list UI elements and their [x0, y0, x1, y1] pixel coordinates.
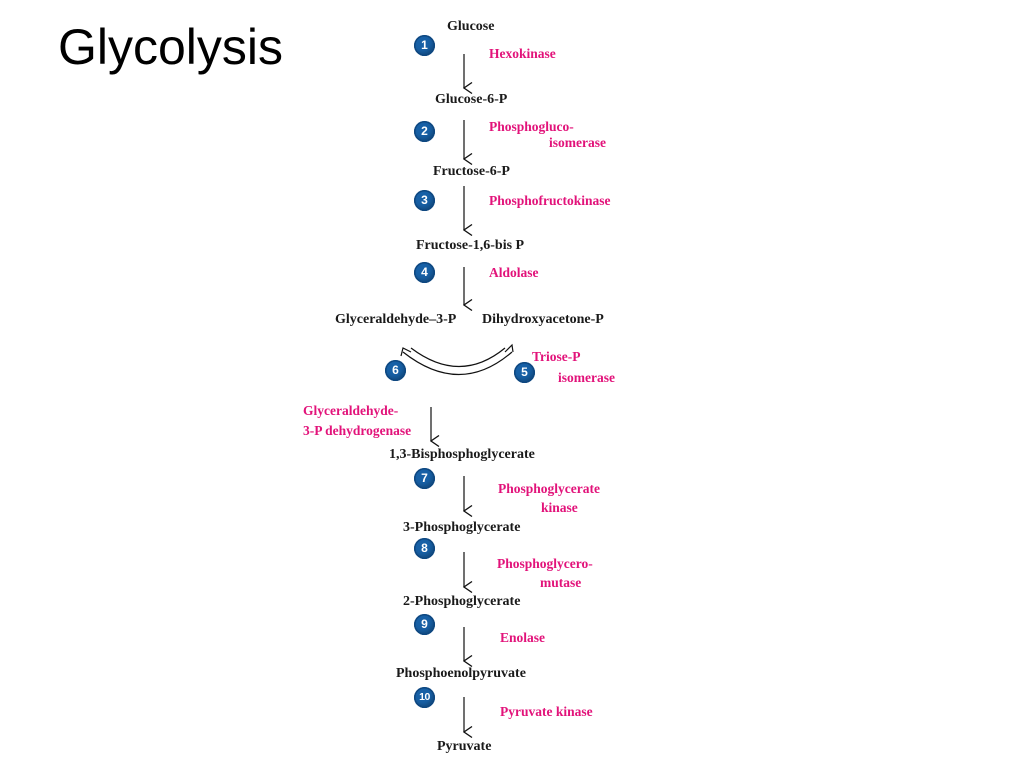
metabolite-glucose-6-p: Glucose-6-P — [435, 92, 508, 107]
enzyme-phosphofructokinase-line-1: Phosphofructokinase — [489, 193, 611, 208]
enzyme-pk-line-1: Pyruvate kinase — [500, 704, 593, 719]
step-badge-10: 10 — [414, 687, 435, 708]
enzyme-phosphoglucoisomerase-line-1: Phosphogluco- — [489, 119, 574, 134]
metabolite-1-3-bisphosphoglycerate: 1,3-Bisphosphoglycerate — [389, 447, 535, 462]
step-badge-8: 8 — [414, 538, 435, 559]
enzyme-triose-p-isomerase: Triose-P isomerase — [532, 349, 615, 386]
enzyme-phosphofructokinase: Phosphofructokinase — [489, 193, 611, 209]
enzyme-enolase-line-1: Enolase — [500, 630, 546, 645]
enzyme-pgk-line-2: kinase — [541, 500, 578, 515]
isomerase-double-arrow — [400, 343, 514, 376]
metabolite-fructose-1-6-bis-p: Fructose-1,6-bis P — [416, 238, 525, 253]
enzyme-enolase: Enolase — [500, 630, 545, 646]
step-badge-2: 2 — [414, 121, 435, 142]
metabolite-2-phosphoglycerate: 2-Phosphoglycerate — [403, 594, 521, 609]
enzyme-pyruvate-kinase: Pyruvate kinase — [500, 704, 593, 720]
metabolite-dihydroxyacetone-p: Dihydroxyacetone-P — [482, 312, 604, 327]
step-badge-1: 1 — [414, 35, 435, 56]
step-badge-7: 7 — [414, 468, 435, 489]
enzyme-hexokinase: Hexokinase — [489, 46, 556, 62]
step-badge-9: 9 — [414, 614, 435, 635]
metabolite-3-phosphoglycerate: 3-Phosphoglycerate — [403, 520, 521, 535]
enzyme-pgm-line-1: Phosphoglycero- — [497, 556, 593, 571]
metabolite-glyceraldehyde-3-p: Glyceraldehyde–3-P — [335, 312, 457, 327]
enzyme-pgk-line-1: Phosphoglycerate — [498, 481, 600, 496]
step-badge-4: 4 — [414, 262, 435, 283]
enzyme-phosphoglycerate-kinase: Phosphoglycerate kinase — [498, 481, 600, 516]
enzyme-phosphoglucoisomerase-line-2: isomerase — [549, 135, 606, 150]
enzyme-hexokinase-line-1: Hexokinase — [489, 46, 556, 61]
metabolite-fructose-6-p: Fructose-6-P — [433, 164, 510, 179]
enzyme-gapdh-line-2: 3-P dehydrogenase — [303, 423, 412, 438]
slide-title: Glycolysis — [58, 19, 284, 75]
enzyme-triose-p-isomerase-line-1: Triose-P — [532, 349, 581, 364]
enzyme-aldolase-line-1: Aldolase — [489, 265, 539, 280]
enzyme-glyceraldehyde-3-p-dehydrogenase: Glyceraldehyde- 3-P dehydrogenase — [303, 403, 411, 439]
enzyme-triose-p-isomerase-line-2: isomerase — [558, 370, 615, 385]
metabolite-phosphoenolpyruvate: Phosphoenolpyruvate — [396, 666, 526, 681]
enzyme-gapdh-line-1: Glyceraldehyde- — [303, 403, 399, 418]
enzyme-pgm-line-2: mutase — [540, 575, 582, 590]
metabolite-glucose: Glucose — [447, 19, 495, 34]
enzyme-phosphoglyceromutase: Phosphoglycero- mutase — [497, 556, 593, 591]
metabolite-pyruvate: Pyruvate — [437, 739, 492, 754]
enzyme-aldolase: Aldolase — [489, 265, 539, 281]
enzyme-phosphoglucoisomerase: Phosphogluco- isomerase — [489, 119, 606, 151]
step-badge-3: 3 — [414, 190, 435, 211]
step-badge-5: 5 — [514, 362, 535, 383]
step-badge-6: 6 — [385, 360, 406, 381]
